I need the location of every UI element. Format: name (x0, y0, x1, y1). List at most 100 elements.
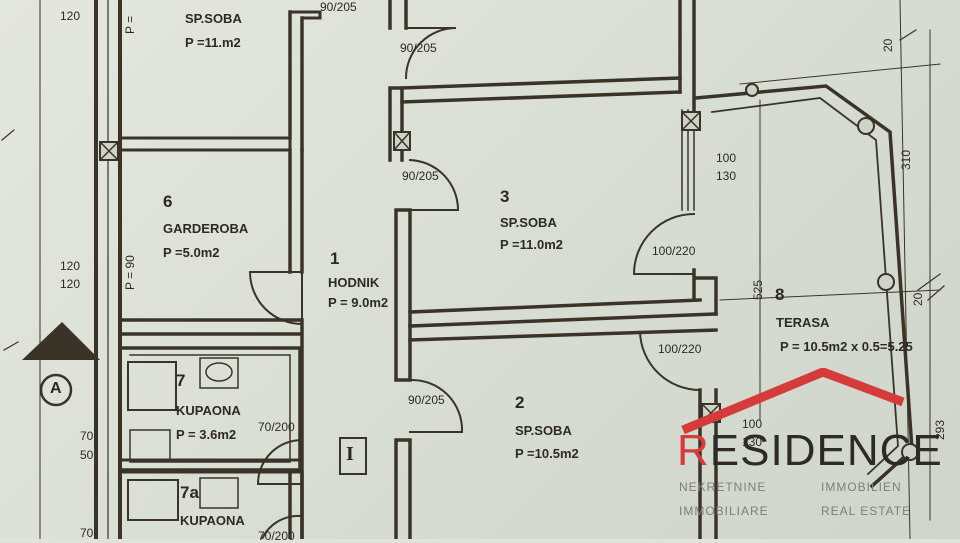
door-swing-balcony-upper (632, 212, 696, 275)
fixture-7a-shower (127, 479, 179, 521)
room1-area: P = 9.0m2 (328, 295, 389, 310)
wall-garderoba-bottom (118, 318, 302, 336)
top-bedroom-area: P =11.m2 (185, 35, 241, 50)
terrace-outline-outer (694, 84, 914, 489)
wall-room3-top (400, 76, 682, 104)
roman-marker-box (339, 437, 367, 475)
wall-room3-right (678, 0, 696, 112)
wall-top-bedroom-right (288, 10, 304, 152)
section-marker-triangle (22, 322, 100, 360)
door-label-balcony-lower: 100/220 (658, 342, 702, 356)
room7a-number: 7a (180, 483, 199, 502)
wall-bath-inner (129, 354, 291, 463)
terrace-post-3 (901, 443, 919, 461)
door-swing-top (404, 27, 457, 80)
wall-center-column-bottom (394, 438, 412, 539)
door-swing-balcony-lower (638, 330, 702, 392)
fixture-basin (199, 357, 239, 389)
window-label-left-bot-a: 70 (80, 429, 94, 443)
door-label-top-right: 90/205 (400, 41, 437, 55)
door-label-balcony-upper: 100/220 (652, 244, 696, 258)
room3-name: SP.SOBA (500, 215, 557, 230)
window-label-left-top-a: 120 (60, 9, 81, 23)
door-swing-bath-lower (260, 514, 304, 539)
logo-sub2-left: IMMOBILIARE (679, 504, 769, 518)
logo-roof-icon (681, 368, 905, 435)
top-bedroom-name: SP.SOBA (185, 11, 242, 26)
window-label-left-top-b: P = (123, 15, 137, 34)
logo-name-rest: ESIDENCE (709, 426, 943, 475)
room7-name: KUPAONA (176, 403, 241, 418)
logo-sub2-right: REAL ESTATE (821, 504, 912, 518)
wall-garderoba-right (288, 148, 304, 274)
logo-sub1-right: IMMOBILIEN (821, 480, 902, 494)
room2-name: SP.SOBA (515, 423, 572, 438)
wall-room3-right-lower (692, 268, 718, 316)
wall-bedroom-top-bottom (118, 136, 292, 152)
wall-room2-top (408, 328, 718, 342)
wall-bath-outer (118, 346, 302, 472)
wall-top-corridor (288, 10, 322, 20)
room6-number: 6 (163, 192, 173, 211)
dim-20a: 20 (881, 38, 895, 52)
door-label-bath-lower: 70/200 (258, 529, 295, 543)
door-label-lower: 90/205 (408, 393, 445, 407)
terrace-dim-line-mid (719, 289, 941, 301)
window-label-left-bot-b: 50 (80, 448, 94, 462)
window-label-right-a-top: 100 (716, 151, 737, 165)
room6-area: P =5.0m2 (163, 245, 220, 260)
door-swing-lower (408, 378, 464, 433)
room3-area: P =11.0m2 (500, 237, 564, 252)
window-label-right-a-bot: 130 (716, 169, 737, 183)
door-label-top: 90/205 (320, 0, 357, 14)
room1-number: 1 (330, 249, 340, 268)
door-label-mid: 90/205 (402, 169, 439, 183)
roman-marker-label: I (346, 443, 354, 465)
room1-name: HODNIK (328, 275, 380, 290)
window-label-left-mid-a: 120 (60, 259, 81, 273)
wall-top-right-stub (388, 0, 408, 30)
fixture-7a-basin (199, 477, 239, 509)
room6-name: GARDEROBA (163, 221, 249, 236)
room8-name: TERASA (776, 315, 830, 330)
section-marker-label: A (50, 380, 62, 397)
room2-area: P =10.5m2 (515, 446, 579, 461)
dim-310: 310 (899, 149, 913, 170)
window-label-right-b-bot: 130 (742, 435, 763, 449)
room7-number: 7 (176, 371, 186, 390)
door-swing-mid (408, 158, 460, 211)
fixture-shower (127, 361, 177, 411)
room7a-name: KUPAONA (180, 513, 245, 528)
terrace-post-2 (877, 273, 895, 291)
residence-logo: RESIDENCE NEKRETNINE IMMOBILIEN IMMOBILI… (675, 368, 942, 528)
dim-525: 525 (751, 279, 765, 300)
section-marker-circle (39, 373, 73, 407)
window-label-right-b-top: 100 (742, 417, 763, 431)
door-swing-corridor (248, 271, 303, 326)
room3-number: 3 (500, 187, 510, 206)
door-label-bath: 70/200 (258, 420, 295, 434)
room7-area: P = 3.6m2 (176, 427, 237, 442)
window-label-left-bot-c: 70 (80, 526, 94, 540)
window-label-left-mid-b: 120 (60, 277, 81, 291)
terrace-dim-line-top (739, 63, 941, 85)
room8-area: P = 10.5m2 x 0.5=5.25 (780, 339, 913, 354)
terrace-post-4 (745, 83, 759, 97)
logo-name-first: R (677, 426, 710, 475)
logo-name: RESIDENCE (677, 426, 943, 476)
window-label-left-mid-vert: P = 90 (123, 255, 137, 290)
wall-room3-bottom (408, 298, 718, 328)
terrace-post-1 (857, 117, 875, 135)
wall-center-column (394, 208, 412, 382)
logo-sub1-left: NEKRETNINE (679, 480, 767, 494)
room2-number: 2 (515, 393, 525, 412)
fixture-toilet (129, 429, 171, 461)
door-swing-bath (256, 438, 304, 485)
room8-number: 8 (775, 285, 785, 304)
terrace-outline-inner (710, 97, 899, 476)
fixture-basin-bowl (205, 362, 233, 382)
dim-ticks (1, 29, 945, 351)
dim-20b: 20 (911, 292, 925, 306)
